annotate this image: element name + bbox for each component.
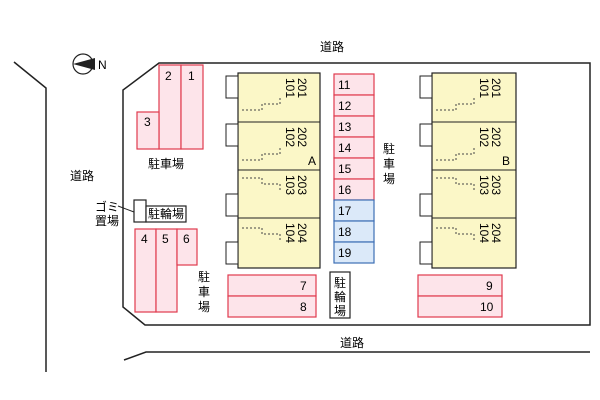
- parking-group-top-left: 2 1 3: [136, 64, 204, 150]
- building-b: [419, 72, 517, 269]
- garbage-label-line2: 置場: [95, 214, 119, 228]
- parking-space-label: 8: [300, 300, 307, 314]
- bike-space-label: 18: [338, 225, 352, 239]
- unit-number-upper: 204: [295, 223, 309, 243]
- parking-group-bottom-right: 9 10: [417, 274, 503, 318]
- unit-number-lower: 102: [477, 127, 491, 147]
- bike-parking-center-2: 輪: [334, 289, 346, 304]
- parking-space-label: 7: [300, 279, 307, 293]
- unit-number-upper: 202: [295, 127, 309, 147]
- unit-number-lower: 102: [283, 127, 297, 147]
- parking-label-lower-left-1: 駐: [198, 269, 210, 284]
- road-label-left: 道路: [70, 168, 94, 183]
- parking-label-center-1: 駐: [383, 141, 395, 156]
- bike-parking-left-label: 駐輪場: [148, 206, 184, 221]
- building-a-label: A: [308, 154, 316, 168]
- unit-number-lower: 101: [477, 78, 491, 98]
- building-b-label: B: [502, 154, 510, 168]
- parking-space-label: 11: [338, 78, 351, 92]
- parking-space-label: 4: [141, 232, 148, 246]
- parking-group-bottom-middle: 7 8: [227, 274, 317, 318]
- parking-label-center-2: 車: [383, 157, 395, 171]
- bike-parking-left: [145, 205, 187, 223]
- parking-label-upper-left: 駐車場: [148, 156, 184, 171]
- parking-space-label: 15: [338, 162, 352, 176]
- unit-number-upper: 201: [489, 78, 503, 98]
- parking-space-label: 10: [480, 300, 494, 314]
- parking-space-label: 9: [486, 279, 493, 293]
- parking-label-lower-left-3: 場: [198, 300, 210, 314]
- bike-space: [333, 241, 375, 264]
- bike-parking-center-1: 駐: [334, 275, 346, 290]
- parking-space-label: 5: [162, 232, 169, 246]
- bike-parking-center: [329, 271, 351, 319]
- unit-number-upper: 203: [295, 175, 309, 195]
- parking-space-label: 3: [144, 115, 151, 129]
- parking-space-label: 2: [165, 69, 172, 83]
- parking-space-label: 16: [338, 183, 352, 197]
- road-edge-bottom: [123, 351, 590, 361]
- garbage-station: [133, 199, 147, 223]
- road-edge-left: [13, 61, 47, 372]
- unit-number-upper: 203: [489, 175, 503, 195]
- parking-column-center: 11 12 13 14 15 16 17 18 19: [333, 73, 375, 264]
- parking-space-label: 13: [338, 120, 352, 134]
- parking-space-label: 1: [188, 69, 195, 83]
- unit-number-lower: 104: [477, 223, 491, 243]
- bike-space-label: 17: [338, 204, 352, 218]
- parking-space-label: 14: [338, 141, 352, 155]
- unit-number-lower: 101: [283, 78, 297, 98]
- unit-number-upper: 201: [295, 78, 309, 98]
- parking-space-label: 12: [338, 99, 352, 113]
- unit-number-upper: 204: [489, 223, 503, 243]
- building-a: [225, 72, 321, 269]
- parking-space-label: 6: [183, 232, 190, 246]
- unit-number-upper: 202: [489, 127, 503, 147]
- garbage-label-line1: ゴミ: [95, 199, 119, 214]
- road-label-bottom: 道路: [340, 335, 364, 350]
- unit-number-lower: 103: [477, 175, 491, 195]
- unit-number-lower: 104: [283, 223, 297, 243]
- garbage-leader-line: [117, 205, 135, 213]
- bike-space-label: 19: [338, 246, 352, 260]
- north-letter: N: [98, 58, 107, 72]
- parking-group-bottom-left: 4 5 6: [134, 228, 198, 313]
- north-arrow-icon: N: [72, 53, 107, 75]
- road-label-top: 道路: [320, 39, 344, 54]
- bike-parking-center-3: 場: [334, 304, 346, 318]
- parking-label-center-3: 場: [383, 172, 395, 186]
- parking-label-lower-left-2: 車: [198, 285, 210, 299]
- unit-number-lower: 103: [283, 175, 297, 195]
